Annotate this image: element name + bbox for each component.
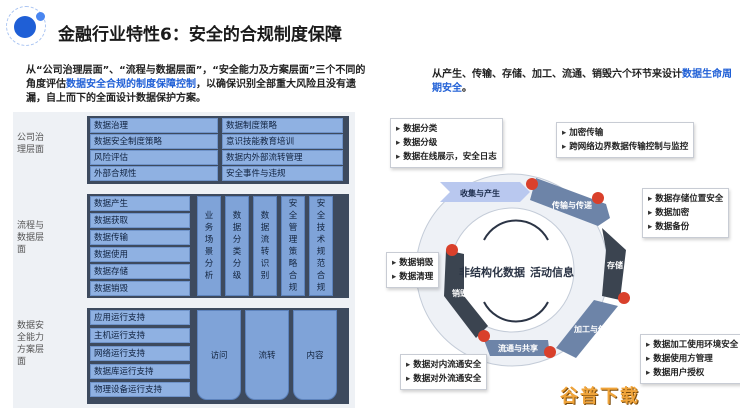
governance-layer-label: 公司治理层面: [17, 132, 45, 156]
process-item: 数据产生: [90, 196, 190, 211]
watermark-logo: 谷普下载: [560, 382, 640, 408]
governance-item: 数据内外部流转管理: [222, 150, 343, 165]
callout-share: 数据对内流通安全 数据对外流通安全: [400, 354, 487, 390]
right-description-text-end: 。: [462, 83, 472, 94]
stage-label-collect: 收集与产生: [460, 188, 500, 198]
left-description-highlight: 数据安全合规的制度保障控制: [66, 79, 196, 90]
process-layer-label: 流程与数据层面: [17, 220, 45, 256]
callout-item: 数据加密: [648, 206, 723, 220]
warning-icon: [478, 330, 490, 342]
governance-layer: 公司治理层面 数据治理 数据安全制度策略 风险评估 外部合规性 数据制度策略 意…: [13, 114, 355, 186]
process-item: 数据传输: [90, 230, 190, 245]
callout-process: 数据加工使用环境安全 数据使用方管理 数据用户授权: [640, 334, 740, 384]
capability-layer: 数据安全能力方案层面 应用运行支持 主机运行支持 网络运行支持 数据库运行支持 …: [13, 306, 355, 406]
warning-icon: [544, 346, 556, 358]
process-layer-body: 数据产生 数据获取 数据传输 数据使用 数据存储 数据销毁 业务场景分析 数据分…: [87, 194, 349, 298]
process-column: 安全管理策略合规: [281, 196, 305, 296]
callout-destroy: 数据销毁 数据清理: [386, 252, 439, 288]
warning-icon: [618, 292, 630, 304]
process-column-label: 安全技术规范合规: [314, 198, 328, 294]
capability-layer-label: 数据安全能力方案层面: [17, 320, 45, 368]
capability-item: 应用运行支持: [90, 310, 190, 325]
governance-item: 数据治理: [90, 118, 218, 133]
title-decoration-dot: [14, 16, 36, 38]
stage-label-transfer: 传输与传递: [551, 200, 592, 210]
callout-item: 数据分类: [396, 122, 497, 136]
capability-item: 物理设备运行支持: [90, 382, 190, 397]
process-item: 数据销毁: [90, 281, 190, 296]
process-item: 数据获取: [90, 213, 190, 228]
warning-icon: [446, 244, 458, 256]
process-column: 数据流转识别: [253, 196, 277, 296]
stage-label-destroy: 销毁: [452, 288, 469, 298]
page-title: 金融行业特性6：安全的合规制度保障: [58, 20, 342, 45]
callout-item: 数据对内流通安全: [406, 358, 481, 372]
security-matrix: 公司治理层面 数据治理 数据安全制度策略 风险评估 外部合规性 数据制度策略 意…: [13, 112, 355, 408]
capability-layer-body: 应用运行支持 主机运行支持 网络运行支持 数据库运行支持 物理设备运行支持 访问…: [87, 308, 349, 404]
capability-item: 网络运行支持: [90, 346, 190, 361]
callout-item: 数据销毁: [392, 256, 433, 270]
callout-item: 数据分级: [396, 136, 497, 150]
title-decoration-dot-small: [36, 12, 45, 21]
right-description: 从产生、传输、存储、加工、流通、销毁六个环节来设计数据生命周期安全。: [432, 68, 732, 96]
callout-item: 数据对外流通安全: [406, 372, 481, 386]
callout-item: 跨网络边界数据传输控制与监控: [562, 140, 688, 154]
stage-label-process: 加工与使用: [573, 324, 614, 334]
process-layer: 流程与数据层面 数据产生 数据获取 数据传输 数据使用 数据存储 数据销毁 业务…: [13, 192, 355, 300]
callout-item: 数据加工使用环境安全: [646, 338, 738, 352]
governance-item: 安全事件与违规: [222, 166, 343, 181]
governance-item: 数据安全制度策略: [90, 134, 218, 149]
center-label-right: 活动信息: [530, 265, 574, 279]
process-column-label: 业务场景分析: [202, 210, 216, 282]
capability-item: 数据库运行支持: [90, 364, 190, 379]
capability-block-flow: 流转: [245, 310, 289, 400]
capability-block-content: 内容: [293, 310, 337, 400]
stage-label-storage: 存储: [606, 260, 623, 270]
process-item: 数据使用: [90, 247, 190, 262]
capability-item: 主机运行支持: [90, 328, 190, 343]
right-description-text: 从产生、传输、存储、加工、流通、销毁六个环节来设计: [432, 69, 682, 80]
callout-item: 数据在线展示，安全日志: [396, 150, 497, 164]
callout-item: 数据用户授权: [646, 366, 738, 380]
callout-item: 数据清理: [392, 270, 433, 284]
process-column-label: 数据分类分级: [230, 210, 244, 282]
process-column: 业务场景分析: [197, 196, 221, 296]
process-item: 数据存储: [90, 264, 190, 279]
process-column-label: 安全管理策略合规: [286, 198, 300, 294]
governance-item: 数据制度策略: [222, 118, 343, 133]
process-column: 安全技术规范合规: [309, 196, 333, 296]
warning-icon: [526, 178, 538, 190]
callout-collect: 数据分类 数据分级 数据在线展示，安全日志: [390, 118, 503, 168]
callout-storage: 数据存储位置安全 数据加密 数据备份: [642, 188, 729, 238]
process-column-label: 数据流转识别: [258, 210, 272, 282]
callout-transfer: 加密传输 跨网络边界数据传输控制与监控: [556, 122, 694, 158]
governance-item: 风险评估: [90, 150, 218, 165]
warning-icon: [592, 192, 604, 204]
capability-block-access: 访问: [197, 310, 241, 400]
stage-label-share: 流通与共享: [498, 343, 538, 353]
center-label-left: 非结构化数据: [459, 265, 525, 279]
callout-item: 数据存储位置安全: [648, 192, 723, 206]
callout-item: 数据备份: [648, 220, 723, 234]
process-column: 数据分类分级: [225, 196, 249, 296]
governance-layer-body: 数据治理 数据安全制度策略 风险评估 外部合规性 数据制度策略 意识技能教育培训…: [87, 116, 349, 184]
callout-item: 数据使用方管理: [646, 352, 738, 366]
callout-item: 加密传输: [562, 126, 688, 140]
left-description: 从“公司治理层面”、“流程与数据层面”，“安全能力及方案层面”三个不同的角度评估…: [26, 64, 372, 106]
governance-item: 外部合规性: [90, 166, 218, 181]
governance-item: 意识技能教育培训: [222, 134, 343, 149]
